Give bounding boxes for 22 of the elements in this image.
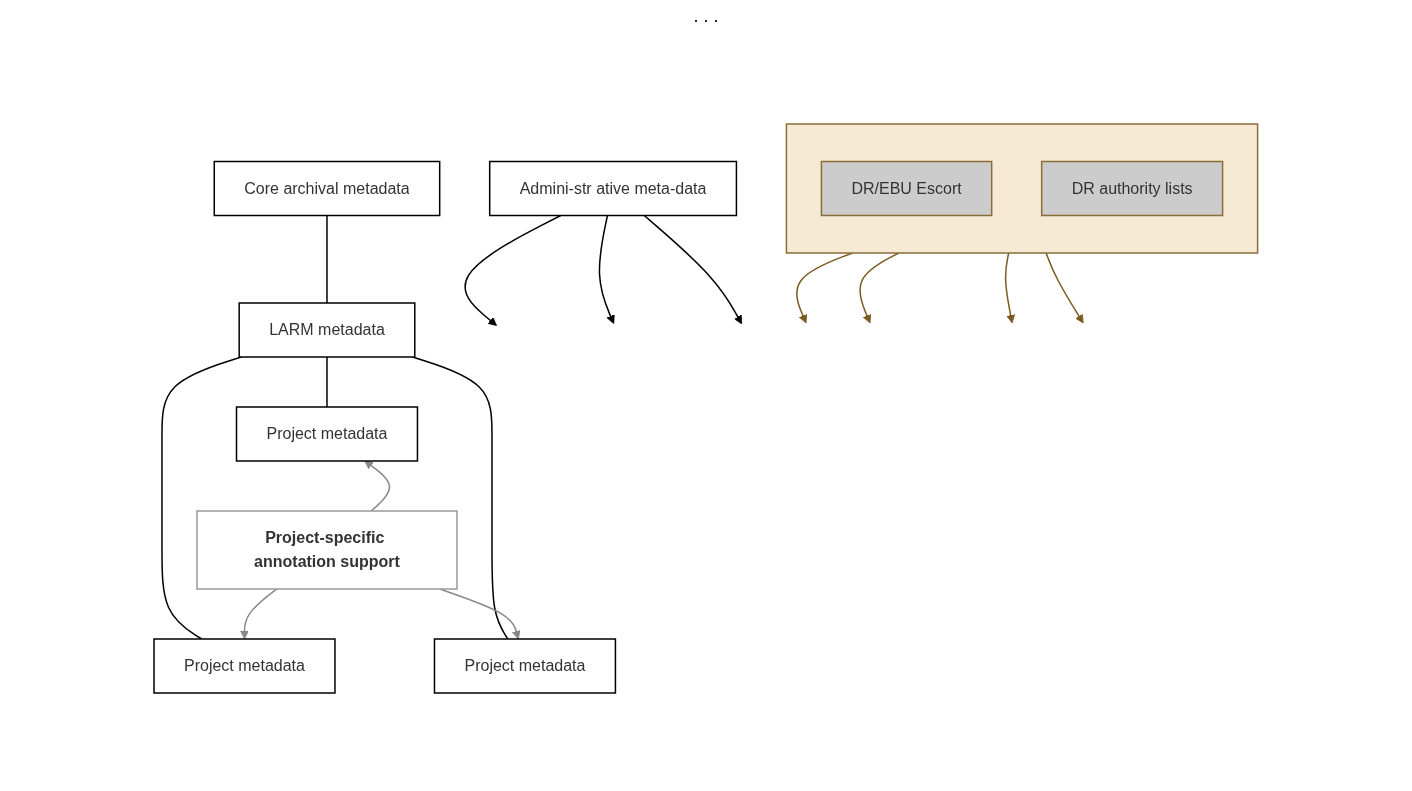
node-box: DR authority lists [1041, 160, 1224, 217]
connector [412, 356, 509, 640]
arrow [240, 588, 278, 640]
arrow [643, 214, 743, 325]
cluster [785, 123, 1259, 254]
arrow [364, 460, 391, 512]
node-box: Project metadata [433, 638, 617, 694]
connector [326, 214, 328, 304]
arrow [1045, 252, 1084, 324]
connector [326, 356, 328, 408]
node-box: Admini-str ative meta-data [489, 160, 738, 217]
node-box: Project metadata [153, 638, 336, 694]
node-box: Project metadata [235, 406, 419, 462]
node-box: Core archival metadata [213, 160, 441, 217]
arrow [1005, 252, 1016, 324]
arrow [598, 214, 615, 324]
ellipsis-label: . . . [693, 6, 719, 26]
arrow [859, 252, 900, 324]
arrow [464, 214, 562, 326]
node-box: LARM metadata [238, 302, 416, 358]
node-box: Project-specific annotation support [196, 510, 458, 590]
node-box: DR/EBU Escort [820, 160, 993, 217]
